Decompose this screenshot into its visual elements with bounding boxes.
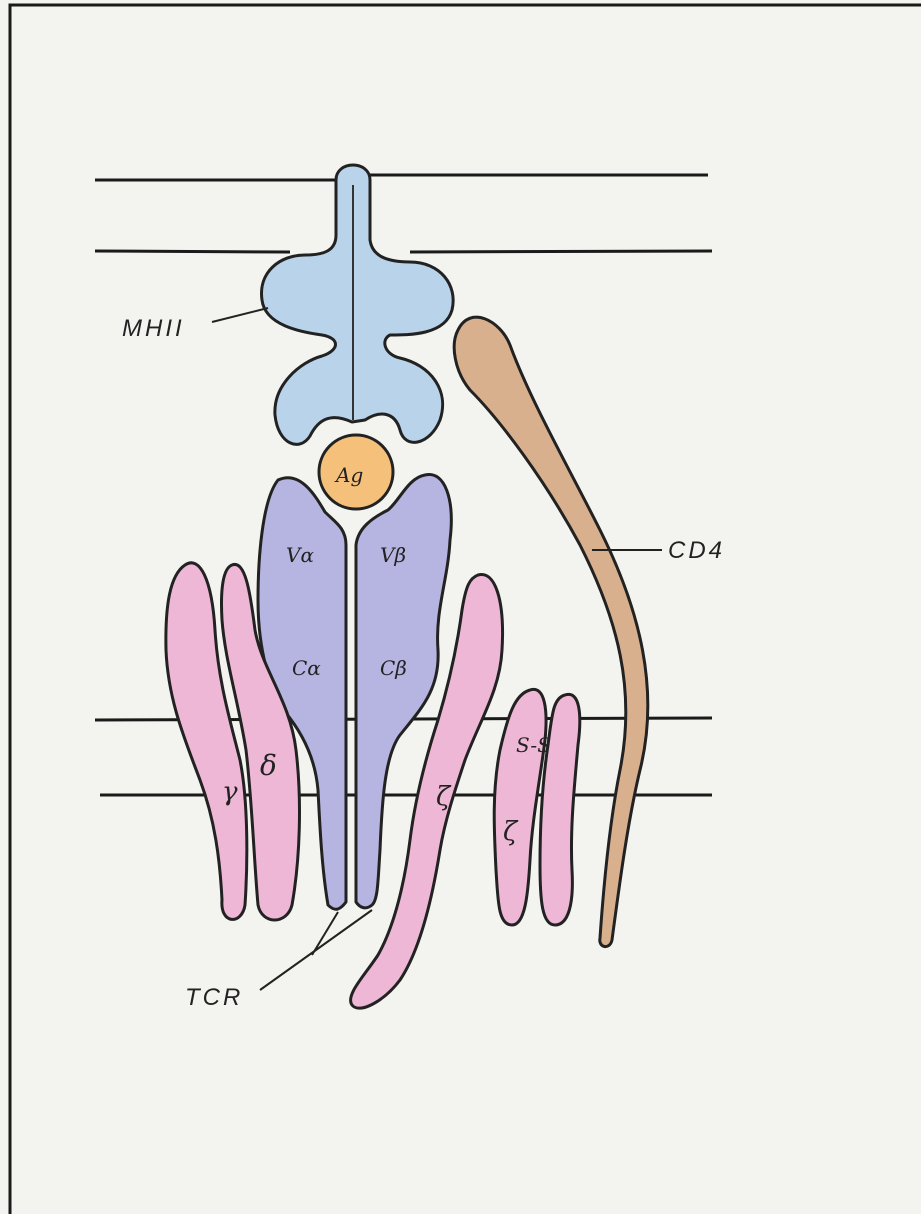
- tcr-pointer-a: [312, 912, 338, 955]
- gamma-label: γ: [222, 777, 238, 807]
- c-beta-label: Cβ: [380, 656, 407, 680]
- zeta-label-right: ζ: [503, 817, 519, 847]
- zeta-chain-left: [494, 689, 546, 925]
- c-alpha-label: Cα: [292, 656, 321, 680]
- tcr-label: TCR: [185, 984, 243, 1011]
- v-alpha-label: Vα: [286, 543, 314, 567]
- zeta-label-left: ζ: [436, 782, 452, 812]
- mhc-label: MHII: [122, 315, 185, 342]
- mhc-pointer: [212, 308, 268, 322]
- tcr-pointer-b: [260, 910, 372, 990]
- cd4-label: CD4: [668, 537, 725, 564]
- ag-label: Ag: [334, 463, 363, 487]
- mhc-ii-molecule: [262, 165, 454, 444]
- apc-membrane: [95, 175, 712, 252]
- v-beta-label: Vβ: [380, 543, 406, 567]
- disulfide-label: S-S: [516, 733, 551, 757]
- delta-label: δ: [260, 749, 277, 782]
